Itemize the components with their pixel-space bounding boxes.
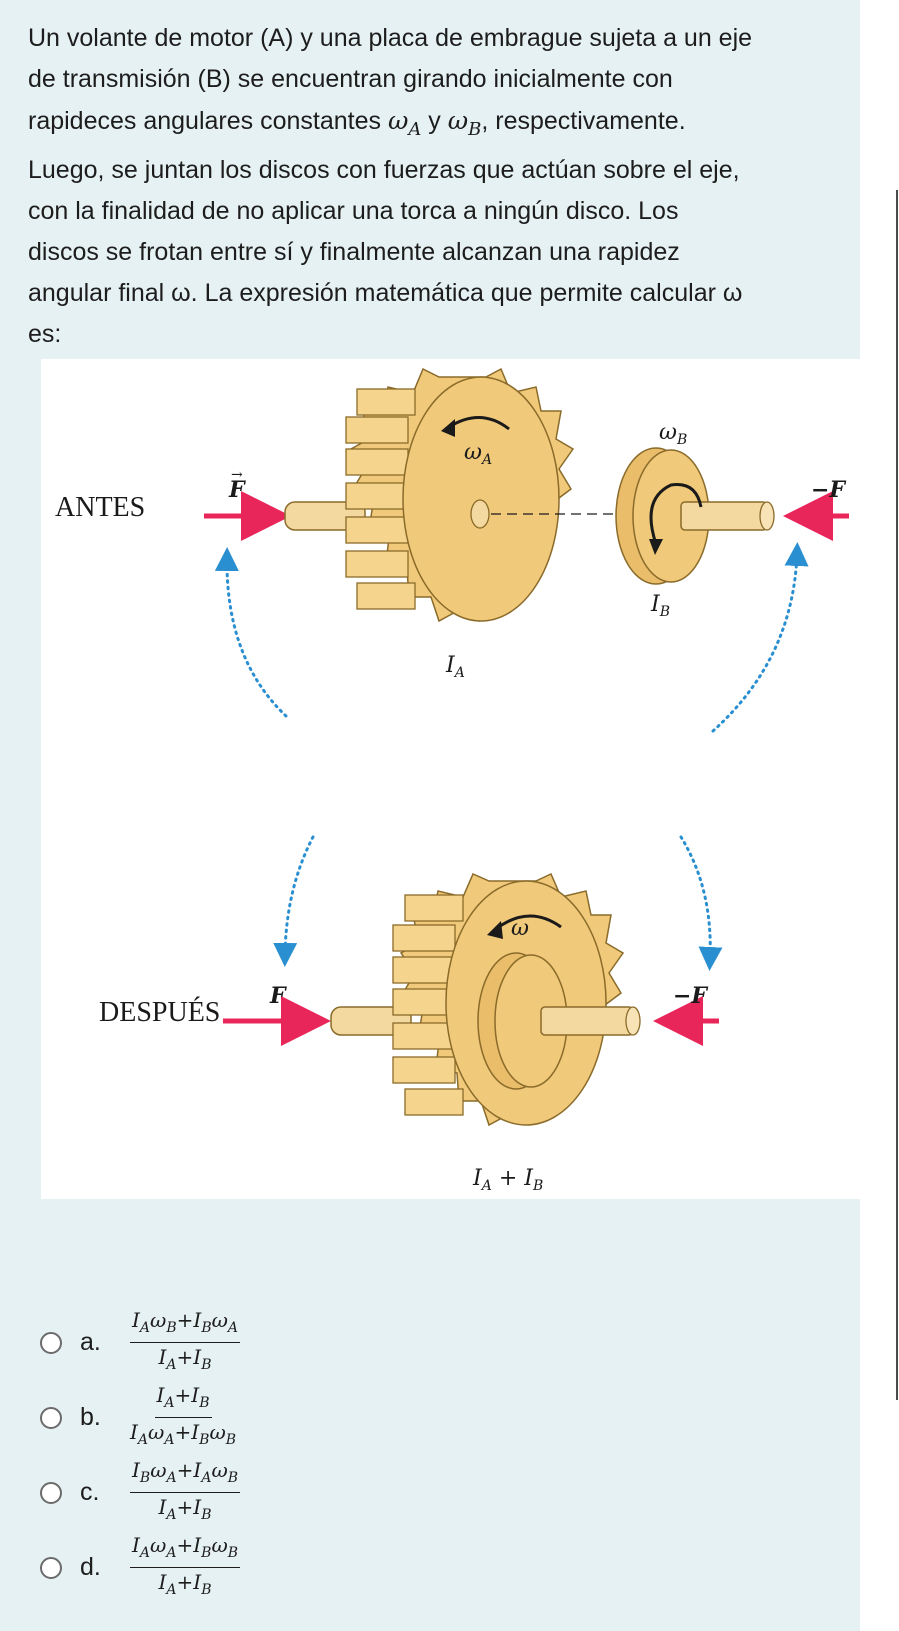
option-d[interactable]: d. IAωA+IBωB IA+IB: [40, 1530, 740, 1605]
omega-A-label: ωA: [464, 440, 492, 468]
shaft-after-left: [330, 1006, 412, 1036]
question-line: de transmisión (B) se encuentran girando…: [28, 65, 673, 93]
rotation-arrow-combined: [495, 914, 562, 931]
flywheel-clutch-figure: ANTES F → ωA: [41, 359, 885, 1199]
question-line: con la finalidad de no aplicar una torca…: [28, 197, 679, 225]
option-formula: IAωB+IBωA IA+IB: [130, 1308, 241, 1373]
antes-label: ANTES: [55, 492, 145, 523]
rotation-arrow-B: [649, 482, 703, 545]
motion-dots-left-top: [214, 547, 288, 718]
vector-arrow-glyph: →: [231, 467, 243, 483]
answer-options: a. IAωB+IBωA IA+IB b. IA+IB IAωA+IBωB c.…: [40, 1305, 740, 1605]
flywheel-A: [345, 367, 575, 623]
omega-label: ω: [511, 916, 529, 941]
option-a[interactable]: a. IAωB+IBωA IA+IB: [40, 1305, 740, 1380]
shaft-A: [284, 501, 366, 531]
omega-B-label: ωB: [659, 420, 687, 448]
question-line: angular final ω. La expresión matemática…: [28, 279, 743, 307]
radio-button[interactable]: [40, 1331, 62, 1354]
question-text: Un volante de motor (A) y una placa de e…: [28, 18, 828, 355]
option-formula: IA+IB IAωA+IBωB: [130, 1383, 237, 1448]
question-line: discos se frotan entre sí y finalmente a…: [28, 238, 680, 266]
scrollbar[interactable]: [896, 190, 898, 1400]
option-c[interactable]: c. IBωA+IAωB IA+IB: [40, 1455, 740, 1530]
force-label-minus-F: −F: [811, 477, 846, 503]
question-line: rapideces angulares constantes ωA y ωB, …: [28, 106, 686, 140]
figure-svg: ANTES F → ωA: [55, 367, 849, 1194]
motion-dots-right-top: [711, 542, 809, 733]
force-label-minus-F-after: −F: [673, 983, 708, 1009]
option-letter: c.: [80, 1478, 100, 1506]
despues-label: DESPUÉS: [99, 997, 220, 1028]
option-letter: a.: [80, 1328, 101, 1356]
IA-label: IA: [445, 653, 465, 681]
IB-label: IB: [650, 592, 670, 620]
motion-dots-left-bottom: [273, 835, 315, 967]
force-label-F: F: [228, 477, 246, 503]
radio-button[interactable]: [40, 1481, 62, 1504]
motion-dots-right-bottom: [679, 835, 723, 971]
option-letter: b.: [80, 1403, 101, 1431]
clutch-plate-B: [615, 447, 775, 585]
IA-plus-IB-label: IA + IB: [472, 1166, 543, 1194]
option-b[interactable]: b. IA+IB IAωA+IBωB: [40, 1380, 740, 1455]
option-letter: d.: [80, 1553, 101, 1581]
radio-button[interactable]: [40, 1556, 62, 1579]
question-line: Un volante de motor (A) y una placa de e…: [28, 24, 753, 52]
radio-button[interactable]: [40, 1406, 62, 1429]
question-line: es:: [28, 320, 62, 348]
option-formula: IBωA+IAωB IA+IB: [130, 1458, 241, 1523]
combined-wheel: [392, 872, 641, 1127]
force-label-F-after: F: [269, 983, 287, 1009]
question-line: Luego, se juntan los discos con fuerzas …: [28, 156, 740, 184]
option-formula: IAωA+IBωB IA+IB: [130, 1533, 241, 1598]
